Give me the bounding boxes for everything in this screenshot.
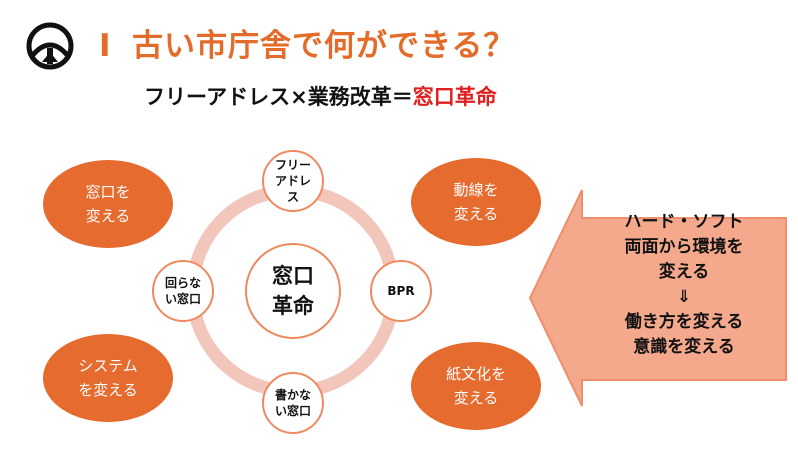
center-node: 窓口 革命 <box>245 243 341 339</box>
arrow-text: ハード・ソフト 両面から環境を 変える ⇓ 働き方を変える 意識を変える <box>624 212 744 357</box>
city-emblem-logo <box>26 22 74 70</box>
node-left: 回らな い窓口 <box>152 260 214 322</box>
blob-bottom-left: システム を変える <box>43 334 173 422</box>
subtitle-accent: 窓口革命 <box>412 85 497 109</box>
blob-bottom-right: 紙文化を 変える <box>411 342 541 430</box>
blob-top-right: 動線を 変える <box>411 158 541 246</box>
subtitle-main: フリーアドレス×業務改革＝ <box>144 85 413 109</box>
node-right: BPR <box>370 260 432 322</box>
node-top: フリー アドレ ス <box>262 150 324 212</box>
node-bottom: 書かな い窓口 <box>262 372 324 434</box>
page-title: 古い市庁舎で何ができる？ <box>132 28 516 64</box>
section-number: I <box>99 28 111 64</box>
left-arrow-shape <box>528 189 787 407</box>
blob-top-left: 窓口を 変える <box>43 160 173 248</box>
page-subtitle: フリーアドレス×業務改革＝窓口革命 <box>144 82 497 112</box>
